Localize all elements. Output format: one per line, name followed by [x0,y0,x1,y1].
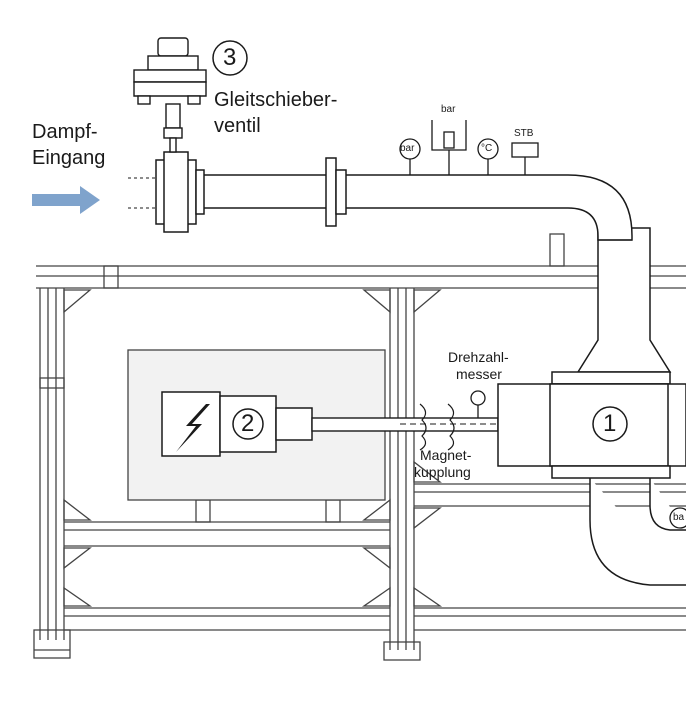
pressure-sensor-bracket [431,120,467,175]
valve-number: 3 [223,44,237,71]
frame-gussets [63,289,443,607]
valve-label-line1: Gleitschieber- [214,89,338,111]
pressure-gauge-1 [399,138,421,175]
arrow-right-icon [32,186,100,214]
frame-bottom-beam [64,607,686,631]
generator-number-circle [232,408,264,440]
turbine-number-circle [592,406,628,442]
valve-actuator [133,37,207,153]
frame-column-left [33,288,71,659]
speed-sensor [470,390,486,418]
temp-sensor-label: °C [481,143,493,154]
coupling-label-line2: kupplung [414,464,471,480]
frame-brackets [39,233,565,523]
generator-number: 2 [241,410,255,437]
magnetic-coupling [419,403,455,451]
turbine [497,227,686,586]
gauge-bar-label-2: bar [441,104,456,115]
steam-pipe [199,157,633,241]
stb-sensor [511,142,539,175]
frame-top-beam [36,265,686,289]
inlet-flange [155,151,205,233]
speed-sensor-label-line2: messer [456,366,502,382]
steam-inlet-label-line2: Eingang [32,147,106,169]
temperature-sensor [477,138,499,175]
valve-number-circle [212,40,248,76]
steam-inlet-label-line1: Dampf- [32,121,98,143]
valve-label-line2: ventil [214,115,261,137]
pressure-gauge-3 [669,507,686,529]
speed-sensor-label-line1: Drehzahl- [448,349,509,365]
turbine-number: 1 [603,410,617,437]
gauge-bar-label-3: ba [673,512,685,523]
stb-label: STB [514,128,534,139]
gauge-bar-label-1: bar [400,143,415,154]
coupling-label-line1: Magnet- [420,447,472,463]
